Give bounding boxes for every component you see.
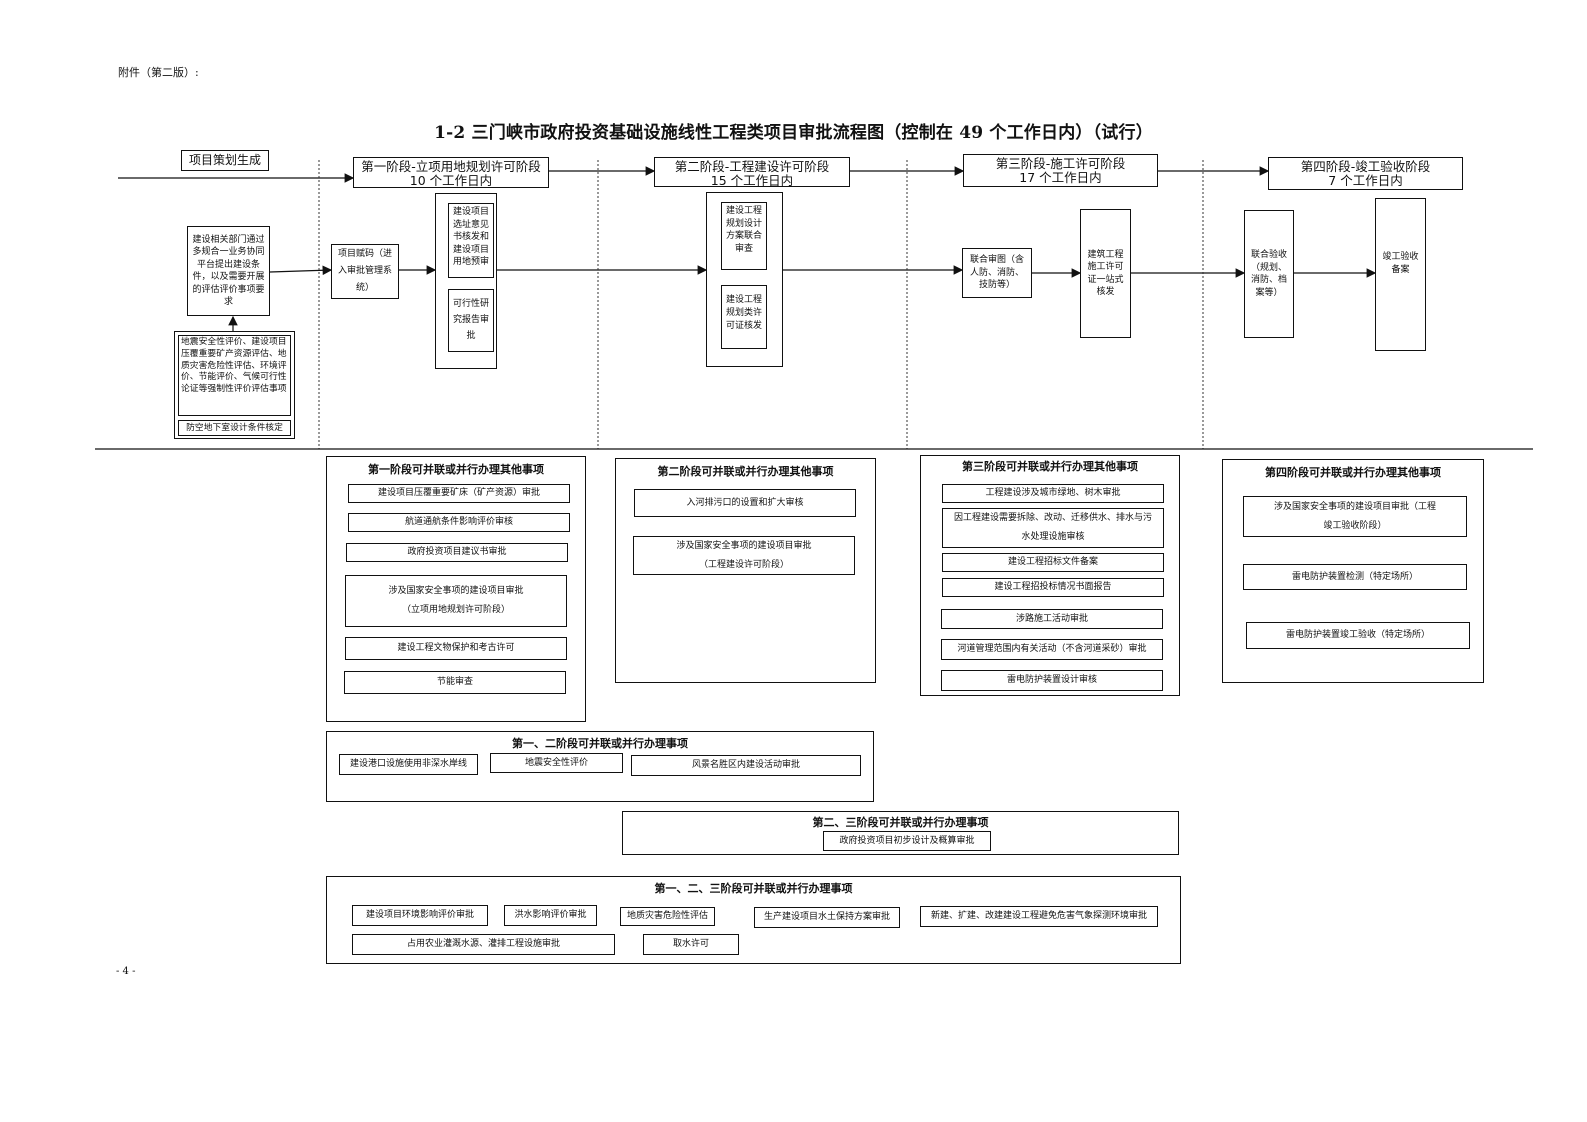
stage2-main-group: 建设工程规划设计方案联合审查 建设工程规划类许可证核发 [706, 192, 783, 367]
stage1-main-group: 建设项目选址意见书核发和建设项目用地预审 可行性研究报告审批 [435, 193, 497, 369]
parallel-stage3-item: 涉路施工活动审批 [941, 609, 1163, 629]
parallel-stage3-item: 建设工程招标文件备案 [942, 553, 1164, 572]
evaluations-box: 地震安全性评价、建设项目压覆重要矿产资源评估、地质灾害危险性评估、环境评价、节能… [178, 335, 291, 416]
parallel-stage1-group: 第一阶段可并联或并行办理其他事项 建设项目压覆重要矿床（矿产资源）审批 航道通航… [326, 456, 586, 722]
parallel-stage123-title: 第一、二、三阶段可并联或并行办理事项 [654, 882, 853, 895]
parallel-stage23-group: 第二、三阶段可并联或并行办理事项 政府投资项目初步设计及概算审批 [622, 811, 1179, 855]
parallel-stage123-item: 建设项目环境影响评价审批 [352, 905, 488, 926]
stage-4-header: 第四阶段-竣工验收阶段 7 个工作日内 [1268, 157, 1463, 190]
parallel-stage12-item: 地震安全性评价 [490, 753, 623, 773]
parallel-stage3-item: 雷电防护装置设计审核 [941, 670, 1163, 691]
parallel-stage4-title: 第四阶段可并联或并行办理其他事项 [1265, 466, 1441, 479]
parallel-stage12-item: 风景名胜区内建设活动审批 [631, 755, 861, 776]
parallel-stage2-item: 涉及国家安全事项的建设项目审批（工程建设许可阶段） [633, 536, 855, 575]
parallel-stage23-title: 第二、三阶段可并联或并行办理事项 [812, 816, 989, 829]
parallel-stage3-item: 因工程建设需要拆除、改动、迁移供水、排水与污水处理设施审核 [942, 508, 1164, 548]
start-project-planning: 项目策划生成 [181, 150, 269, 171]
parallel-stage1-item: 建设工程文物保护和考古许可 [345, 637, 567, 660]
parallel-stage4-item: 涉及国家安全事项的建设项目审批（工程竣工验收阶段） [1243, 496, 1467, 537]
parallel-stage1-item: 政府投资项目建议书审批 [346, 543, 568, 562]
stage-2-header: 第二阶段-工程建设许可阶段 15 个工作日内 [654, 157, 850, 188]
parallel-stage1-item: 建设项目压覆重要矿床（矿产资源）审批 [348, 484, 570, 503]
site-selection-box: 建设项目选址意见书核发和建设项目用地预审 [448, 203, 494, 278]
stage-2-days: 15 个工作日内 [710, 173, 794, 188]
header-note: 附件（第二版）: [118, 66, 199, 79]
parallel-stage23-item: 政府投资项目初步设计及概算审批 [823, 831, 991, 851]
parallel-stage1-title: 第一阶段可并联或并行办理其他事项 [368, 463, 544, 476]
stage-1-header: 第一阶段-立项用地规划许可阶段 10 个工作日内 [353, 157, 549, 188]
planning-permit-box: 建设工程规划类许可证核发 [721, 285, 767, 349]
civil-defense-box: 防空地下室设计条件核定 [178, 420, 291, 436]
stage-1-days: 10 个工作日内 [409, 173, 493, 188]
parallel-stage123-item: 新建、扩建、改建建设工程避免危害气象探测环境审批 [920, 906, 1158, 927]
parallel-stage123-group: 第一、二、三阶段可并联或并行办理事项 建设项目环境影响评价审批 洪水影响评价审批… [326, 876, 1181, 964]
planning-review-box: 建设工程规划设计方案联合审查 [721, 202, 767, 270]
stage-3-header: 第三阶段-施工许可阶段 17 个工作日内 [963, 154, 1158, 187]
construction-permit-box: 建筑工程施工许可证一站式核发 [1080, 209, 1131, 338]
stage-4-name: 第四阶段-竣工验收阶段 [1300, 159, 1431, 174]
parallel-stage1-item: 节能审查 [344, 671, 566, 694]
completion-record-box: 竣工验收备案 [1375, 198, 1426, 351]
parallel-stage2-title: 第二阶段可并联或并行办理其他事项 [657, 465, 834, 478]
parallel-stage3-item: 河道管理范围内有关活动（不含河道采砂）审批 [941, 639, 1163, 660]
stage-3-days: 17 个工作日内 [1019, 170, 1102, 185]
parallel-stage123-item: 洪水影响评价审批 [504, 905, 597, 926]
parallel-stage123-item: 取水许可 [643, 934, 739, 955]
project-code-box: 项目赋码（进入审批管理系统） [331, 244, 399, 299]
parallel-stage3-group: 第三阶段可并联或并行办理其他事项 工程建设涉及城市绿地、树木审批 因工程建设需要… [920, 455, 1180, 696]
page-title: 1-2 三门峡市政府投资基础设施线性工程类项目审批流程图（控制在 49 个工作日… [434, 123, 1153, 143]
parallel-stage2-item: 入河排污口的设置和扩大审核 [634, 489, 856, 517]
parallel-stage3-item: 工程建设涉及城市绿地、树木审批 [942, 484, 1164, 503]
stage-1-name: 第一阶段-立项用地规划许可阶段 [361, 159, 541, 174]
parallel-stage123-item: 占用农业灌溉水源、灌排工程设施审批 [352, 934, 615, 955]
parallel-stage12-group: 第一、二阶段可并联或并行办理事项 建设港口设施使用非深水岸线 地震安全性评价 风… [326, 731, 874, 802]
parallel-stage123-item: 地质灾害危险性评估 [620, 907, 715, 926]
stage-2-name: 第二阶段-工程建设许可阶段 [674, 159, 830, 174]
parallel-stage12-title: 第一、二阶段可并联或并行办理事项 [512, 737, 688, 750]
parallel-stage4-item: 雷电防护装置竣工验收（特定场所） [1246, 622, 1470, 649]
parallel-stage4-group: 第四阶段可并联或并行办理其他事项 涉及国家安全事项的建设项目审批（工程竣工验收阶… [1222, 459, 1484, 683]
parallel-stage3-title: 第三阶段可并联或并行办理其他事项 [962, 460, 1138, 473]
parallel-stage12-item: 建设港口设施使用非深水岸线 [339, 754, 478, 775]
parallel-stage1-item: 涉及国家安全事项的建设项目审批（立项用地规划许可阶段） [345, 575, 567, 627]
parallel-stage1-item: 航道通航条件影响评价审核 [348, 513, 570, 532]
parallel-stage4-item: 雷电防护装置检测（特定场所） [1243, 564, 1467, 590]
page-number: - 4 - [116, 966, 136, 977]
feasibility-box: 可行性研究报告审批 [448, 289, 494, 352]
evaluations-group: 地震安全性评价、建设项目压覆重要矿产资源评估、地质灾害危险性评估、环境评价、节能… [174, 331, 295, 439]
stage-3-name: 第三阶段-施工许可阶段 [995, 156, 1126, 171]
pre-requirement-box: 建设相关部门通过多规合一业务协同平台提出建设条件，以及需要开展的评估评价事项要求 [187, 226, 270, 316]
parallel-stage123-item: 生产建设项目水土保持方案审批 [754, 907, 900, 928]
joint-acceptance-box: 联合验收（规划、消防、档案等） [1244, 210, 1294, 338]
joint-drawing-review-box: 联合审图（含人防、消防、技防等） [962, 248, 1032, 298]
parallel-stage3-item: 建设工程招投标情况书面报告 [942, 578, 1164, 597]
parallel-stage2-group: 第二阶段可并联或并行办理其他事项 入河排污口的设置和扩大审核 涉及国家安全事项的… [615, 458, 876, 683]
stage-4-days: 7 个工作日内 [1328, 173, 1403, 188]
